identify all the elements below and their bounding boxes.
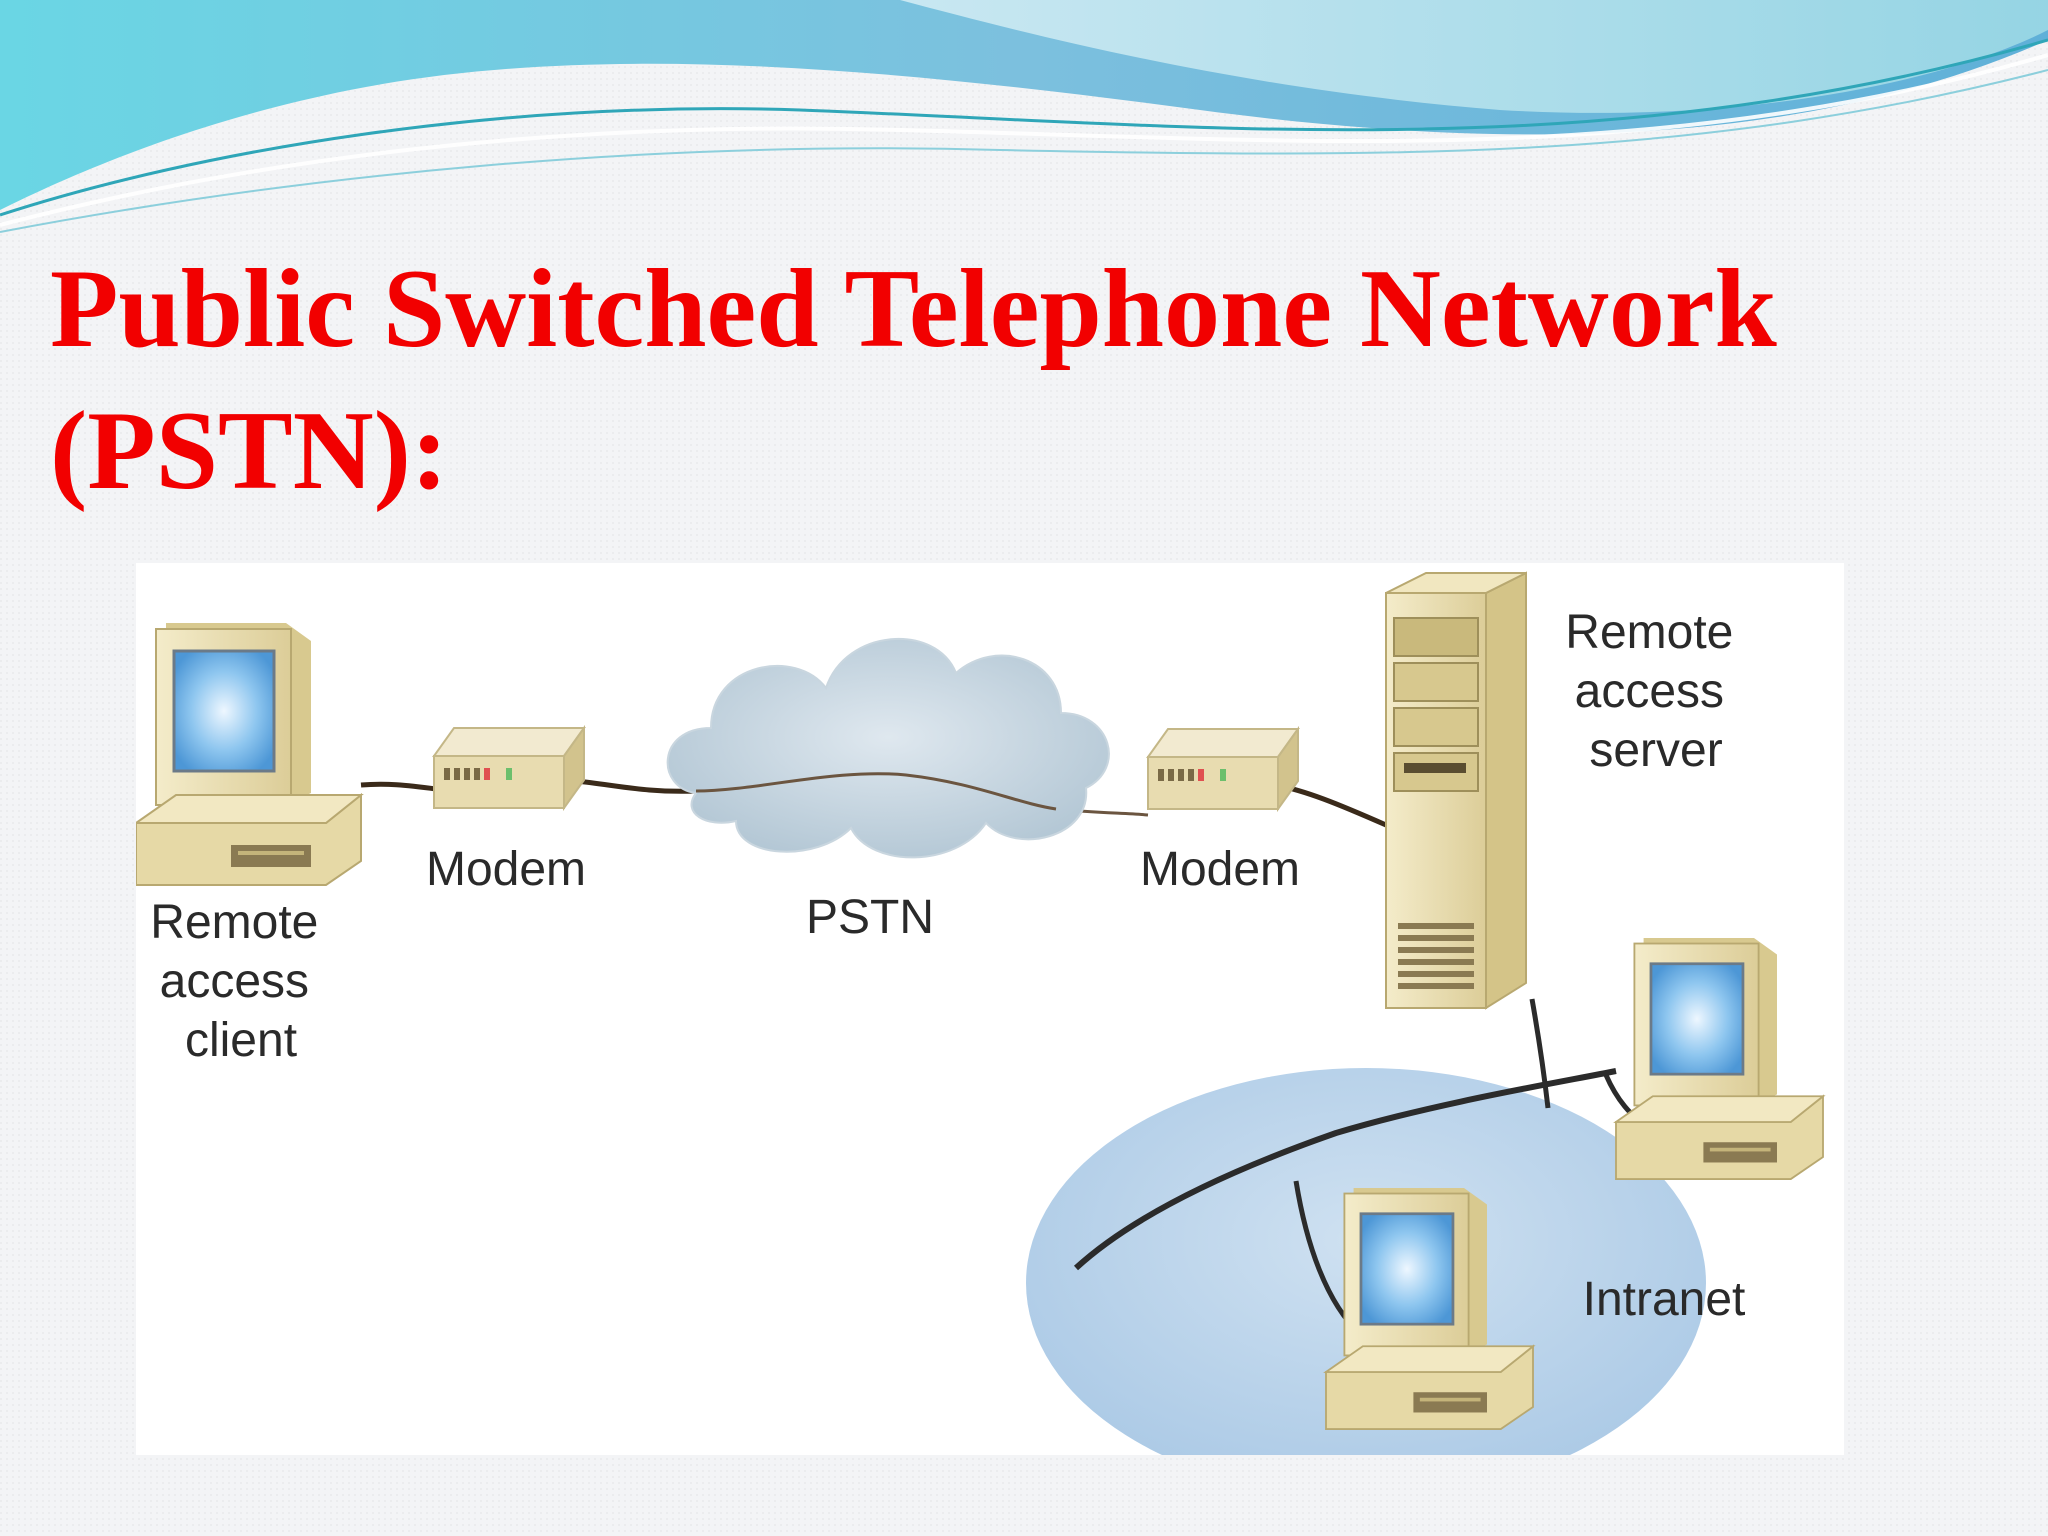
cable-modem-server	[1275, 782, 1388, 828]
label-remote-access-server: Remote access server	[1565, 606, 1746, 777]
header-wave-banner	[0, 0, 2048, 233]
cable-server-backbone	[1529, 998, 1551, 1109]
network-diagram: Remote access client Modem PSTN Modem Re…	[136, 563, 1844, 1455]
label-intranet: Intranet	[1583, 1273, 1746, 1326]
label-remote-access-client: Remote access client	[150, 896, 331, 1067]
title-line-1: Public Switched Telephone Network	[50, 247, 1777, 371]
cable-client-modem	[360, 781, 437, 792]
label-modem-right: Modem	[1140, 843, 1300, 896]
label-pstn: PSTN	[806, 891, 934, 944]
modem-right	[1147, 728, 1299, 810]
remote-access-server-tower	[1385, 571, 1527, 1010]
cable-modem-cloud	[575, 778, 697, 794]
intranet-backbone	[1073, 1068, 1617, 1271]
pstn-cloud	[666, 637, 1110, 859]
intranet-computer-right	[1614, 936, 1825, 1181]
label-modem-left: Modem	[426, 843, 586, 896]
slide-title: Public Switched Telephone Network (PSTN)…	[50, 238, 2010, 522]
remote-access-client-computer	[136, 621, 363, 887]
modem-left	[433, 727, 585, 809]
title-line-2: (PSTN):	[50, 389, 449, 513]
